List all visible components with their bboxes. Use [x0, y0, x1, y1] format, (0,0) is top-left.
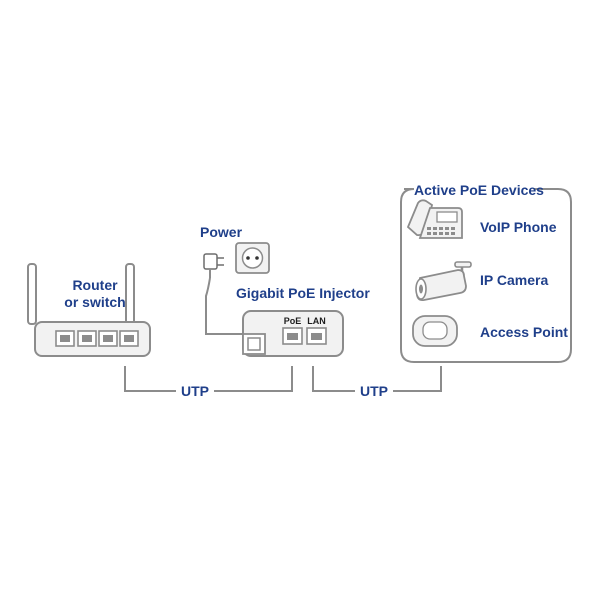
devices-group-box [400, 188, 572, 363]
utp-label-right: UTP [360, 383, 388, 399]
poe-injector-icon [242, 310, 344, 357]
ip-camera-icon [415, 261, 472, 302]
router-icon [27, 263, 151, 357]
injector-label: Gigabit PoE Injector [236, 285, 370, 301]
utp-cable-left [124, 366, 293, 392]
power-adapter-icon [203, 253, 244, 335]
utp-cable-right [312, 366, 442, 392]
power-label: Power [200, 224, 243, 240]
port-label-poe: PoE [284, 316, 302, 326]
access-point-icon [412, 315, 458, 347]
port-label-lan: LAN [307, 316, 326, 326]
ip-camera-label: IP Camera [480, 272, 549, 288]
access-point-label: Access Point [480, 324, 568, 340]
voip-phone-label: VoIP Phone [480, 219, 557, 235]
voip-phone-icon [406, 199, 463, 239]
devices-group-title: Active PoE Devices [414, 182, 544, 199]
router-label-line2: or switch [64, 294, 126, 310]
power-outlet-icon [235, 242, 270, 274]
router-label-line1: Router [72, 277, 118, 293]
utp-label-left: UTP [181, 383, 209, 399]
